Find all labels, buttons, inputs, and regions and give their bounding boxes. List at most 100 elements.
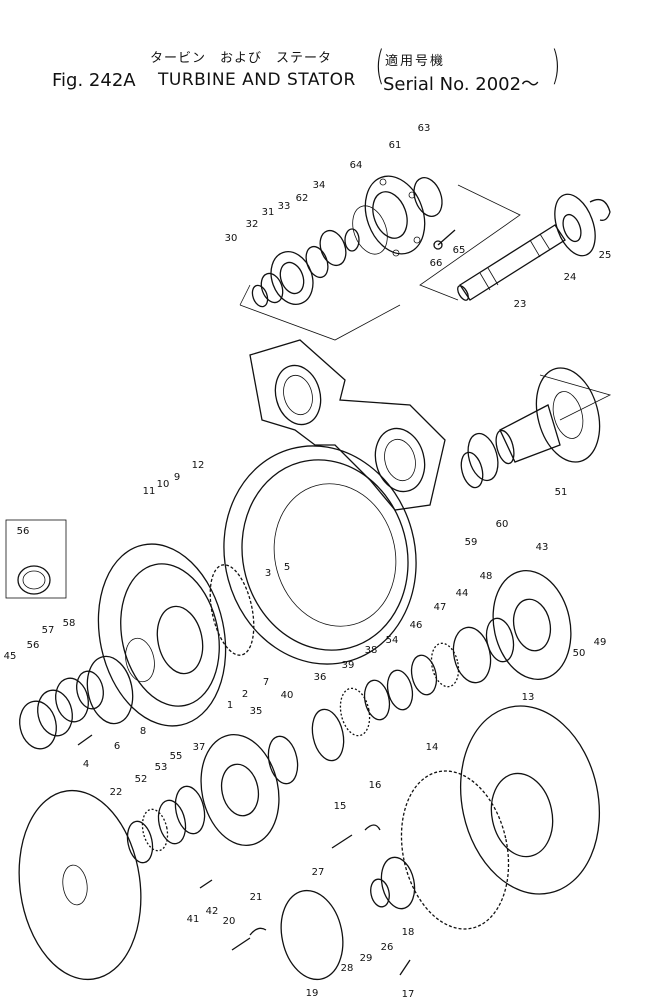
part-number-50: 50 bbox=[573, 648, 586, 659]
part-number-57: 57 bbox=[42, 625, 55, 636]
part-number-12: 12 bbox=[192, 460, 205, 471]
bolt-4 bbox=[77, 734, 93, 746]
ring-38 bbox=[363, 679, 391, 721]
part-number-14: 14 bbox=[426, 742, 439, 753]
part-number-61: 61 bbox=[389, 140, 402, 151]
part-number-36: 36 bbox=[314, 672, 327, 683]
gear-18 bbox=[380, 856, 416, 910]
part-number-64: 64 bbox=[350, 160, 363, 171]
part-number-55: 55 bbox=[170, 751, 183, 762]
part-number-56: 56 bbox=[17, 526, 30, 537]
part-number-37: 37 bbox=[193, 742, 206, 753]
ring-45 bbox=[19, 700, 57, 750]
part-number-40: 40 bbox=[281, 690, 294, 701]
part-number-3: 3 bbox=[265, 568, 271, 579]
part-number-45: 45 bbox=[4, 651, 17, 662]
ring-56 bbox=[37, 689, 73, 737]
top-assembly-frame bbox=[239, 184, 612, 421]
seal-ring-60 bbox=[467, 432, 499, 482]
part-number-31: 31 bbox=[262, 207, 275, 218]
bracket-16 bbox=[364, 824, 381, 831]
part-number-35: 35 bbox=[250, 706, 263, 717]
part-number-29: 29 bbox=[360, 953, 373, 964]
bearing-31 bbox=[270, 251, 314, 305]
part-number-16: 16 bbox=[369, 780, 382, 791]
bearing-39 bbox=[339, 687, 371, 737]
seal-ring-63 bbox=[413, 177, 443, 217]
japanese-title: タービン および ステータ bbox=[150, 51, 333, 66]
washer-66 bbox=[433, 240, 443, 250]
snap-ring-30 bbox=[251, 284, 269, 308]
part-number-39: 39 bbox=[342, 660, 355, 671]
clip-21 bbox=[249, 927, 267, 936]
ring-57 bbox=[55, 677, 89, 723]
figure-label: Fig. 242A bbox=[52, 70, 136, 91]
part-number-66: 66 bbox=[430, 258, 443, 269]
housing-13 bbox=[459, 705, 601, 895]
plate-6 bbox=[86, 655, 134, 725]
part-number-63: 63 bbox=[418, 123, 431, 134]
part-number-2: 2 bbox=[242, 689, 248, 700]
part-number-4: 4 bbox=[83, 759, 89, 770]
part-number-5: 5 bbox=[284, 562, 290, 573]
part-number-21: 21 bbox=[250, 892, 263, 903]
ring-46 bbox=[410, 654, 438, 696]
stator-43 bbox=[492, 569, 572, 681]
part-number-60: 60 bbox=[496, 519, 509, 530]
part-number-17: 17 bbox=[402, 989, 415, 1000]
impeller-1 bbox=[97, 543, 227, 727]
part-number-49: 49 bbox=[594, 637, 607, 648]
part-number-54: 54 bbox=[386, 635, 399, 646]
yoke-25 bbox=[589, 198, 611, 221]
inset-box-56 bbox=[5, 519, 67, 599]
part-number-11: 11 bbox=[143, 486, 156, 497]
part-number-53: 53 bbox=[155, 762, 168, 773]
part-number-52: 52 bbox=[135, 774, 148, 785]
bearing-44 bbox=[452, 626, 492, 684]
stator-shaft-51 bbox=[495, 367, 601, 465]
part-number-18: 18 bbox=[402, 927, 415, 938]
ring-32 bbox=[260, 272, 284, 304]
part-number-34: 34 bbox=[313, 180, 326, 191]
part-number-65: 65 bbox=[453, 245, 466, 256]
turbine-35 bbox=[200, 734, 280, 846]
part-number-26: 26 bbox=[381, 942, 394, 953]
part-number-38: 38 bbox=[365, 645, 378, 656]
part-number-41: 41 bbox=[187, 914, 200, 925]
right-paren: ) bbox=[551, 43, 561, 89]
part-number-27: 27 bbox=[312, 867, 325, 878]
part-number-25: 25 bbox=[599, 250, 612, 261]
part-number-19: 19 bbox=[306, 988, 319, 999]
ring-37 bbox=[174, 785, 206, 835]
seal-ring-59 bbox=[460, 451, 484, 489]
serial-range: Serial No. 2002～ bbox=[383, 74, 540, 95]
ring-48 bbox=[485, 617, 515, 663]
ring-58 bbox=[76, 670, 104, 710]
retainer-61 bbox=[364, 175, 426, 257]
part-number-13: 13 bbox=[522, 692, 535, 703]
part-number-20: 20 bbox=[223, 916, 236, 927]
spacer-34 bbox=[344, 228, 360, 252]
part-number-10: 10 bbox=[157, 479, 170, 490]
part-number-labels: 6361643462333132306665242523515960129101… bbox=[4, 123, 612, 1000]
part-number-28: 28 bbox=[341, 963, 354, 974]
shaft-23 bbox=[457, 224, 566, 301]
ring-gear-14 bbox=[400, 770, 510, 930]
bolt-20 bbox=[231, 937, 251, 951]
drive-plate-22 bbox=[18, 789, 142, 981]
housing-casting bbox=[249, 339, 446, 511]
part-number-62: 62 bbox=[296, 193, 309, 204]
washer-26 bbox=[370, 878, 390, 908]
bolt-15 bbox=[331, 834, 353, 849]
ring-53 bbox=[141, 808, 169, 852]
part-number-46: 46 bbox=[410, 620, 423, 631]
ring-47 bbox=[430, 642, 460, 688]
diagram-title: TURBINE AND STATOR bbox=[158, 70, 356, 90]
part-number-59: 59 bbox=[465, 537, 478, 548]
part-number-47: 47 bbox=[434, 602, 447, 613]
ring-54 bbox=[386, 669, 414, 711]
applicability-label: 適用号機 bbox=[385, 54, 446, 69]
part-number-30: 30 bbox=[225, 233, 238, 244]
